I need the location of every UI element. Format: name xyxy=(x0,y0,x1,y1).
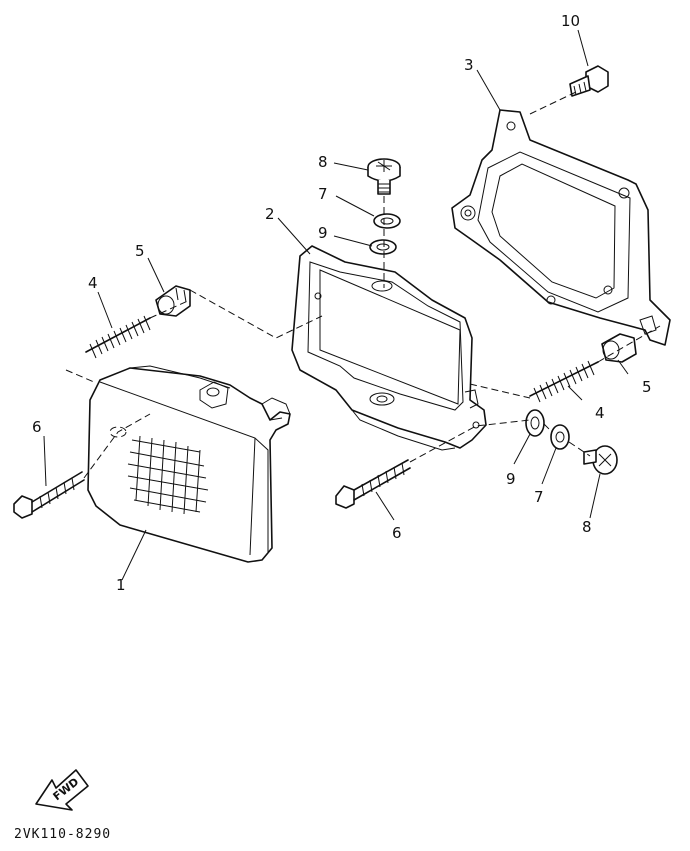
assembly-lines xyxy=(65,91,661,479)
callout-headlight-frame: 2 xyxy=(265,205,275,223)
callout-nut-right: 5 xyxy=(642,378,652,396)
lens-pattern xyxy=(127,435,209,515)
top-washer xyxy=(369,239,397,255)
callout-bracket-bolt: 10 xyxy=(561,12,580,30)
top-lock-washer xyxy=(373,213,401,229)
callout-mounting-bracket: 3 xyxy=(464,56,474,74)
left-spring xyxy=(85,315,151,359)
headlight xyxy=(87,365,291,563)
callout-headlight: 1 xyxy=(116,576,126,594)
callout-spring-left: 4 xyxy=(88,274,98,292)
leader-lines xyxy=(43,29,629,581)
top-bolt xyxy=(367,158,401,195)
bracket-bolt xyxy=(569,65,609,97)
mounting-bracket xyxy=(451,109,671,346)
callout-bolt-top: 8 xyxy=(318,153,328,171)
callout-bolt-right: 8 xyxy=(582,518,592,536)
diagram-code: 2VK110-8290 xyxy=(14,827,111,842)
callout-lock-washer-right: 7 xyxy=(534,488,544,506)
right-lock-washer xyxy=(550,424,570,450)
left-screw xyxy=(13,471,85,519)
right-screw xyxy=(335,459,411,509)
callout-spring-right: 4 xyxy=(595,404,605,422)
callouts: 1 2 3 4 4 5 5 6 6 7 7 8 8 9 9 10 xyxy=(32,12,652,594)
callout-nut-left: 5 xyxy=(135,242,145,260)
callout-screw-right: 6 xyxy=(392,524,402,542)
right-bolt xyxy=(583,445,618,475)
callout-lock-washer-top: 7 xyxy=(318,185,328,203)
callout-screw-left: 6 xyxy=(32,418,42,436)
headlight-frame xyxy=(291,245,487,451)
callout-washer-right: 9 xyxy=(506,470,516,488)
forward-arrow: FWD xyxy=(35,769,89,811)
right-washer xyxy=(525,409,545,437)
callout-washer-top: 9 xyxy=(318,224,328,242)
right-spring xyxy=(529,360,599,403)
right-nut xyxy=(601,333,637,363)
left-nut xyxy=(155,285,191,317)
